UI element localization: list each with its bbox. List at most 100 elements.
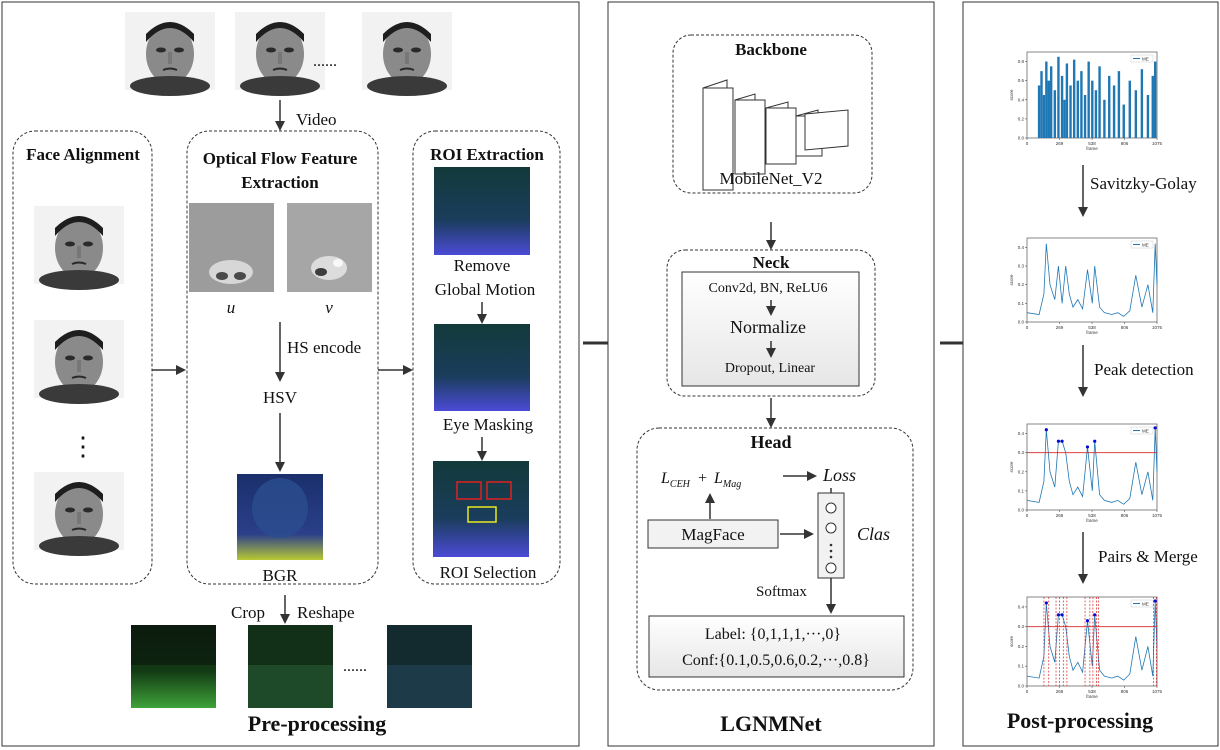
- eye-masking-image: [434, 324, 530, 411]
- y-axis-label: score: [1009, 636, 1014, 648]
- bar: [1151, 75, 1154, 138]
- y-tick-label: 0.0: [1018, 136, 1025, 141]
- plot-frame: [1026, 237, 1158, 323]
- remove-label-2: Global Motion: [435, 280, 536, 299]
- x-tick-label: 538: [1088, 141, 1096, 146]
- series-line: [1026, 243, 1158, 317]
- bar: [1037, 85, 1041, 138]
- clas-label: Clas: [857, 524, 890, 544]
- optical-flow-box: [186, 130, 379, 585]
- bar: [1098, 66, 1101, 138]
- peak-point: [1085, 445, 1090, 449]
- backbone-model: MobileNet_V2: [720, 169, 823, 188]
- x-axis-label: frame: [1086, 694, 1098, 699]
- legend-box: [1130, 426, 1154, 435]
- y-tick-label: 0.1: [1018, 301, 1025, 306]
- bar: [1080, 71, 1083, 138]
- roi-mouth-box: [467, 506, 497, 523]
- bar: [1042, 95, 1046, 138]
- eye-masking-label: Eye Masking: [443, 415, 534, 434]
- x-tick-label: 0: [1026, 141, 1029, 146]
- peak-point: [1153, 426, 1157, 430]
- x-tick-label: 269: [1056, 325, 1064, 330]
- head-box: [636, 427, 914, 691]
- hsv-label: HSV: [263, 388, 298, 407]
- video-frame-3: [361, 11, 453, 97]
- bar: [1063, 99, 1066, 138]
- bar: [1040, 71, 1043, 138]
- backbone-title: Backbone: [735, 40, 807, 59]
- legend-box: [1130, 240, 1154, 249]
- preprocessing-title: Pre-processing: [248, 711, 387, 736]
- y-axis-label: score: [1009, 461, 1014, 473]
- peak-point: [1060, 613, 1064, 617]
- x-tick-label: 1075: [1152, 689, 1163, 694]
- peak-point: [1085, 619, 1090, 623]
- legend-box: [1130, 599, 1154, 608]
- hs-encode-label: HS encode: [287, 338, 361, 357]
- y-axis-label: score: [1009, 89, 1014, 101]
- x-tick-label: 1075: [1152, 513, 1163, 518]
- video-frame-2: [234, 11, 326, 97]
- bar: [1153, 61, 1157, 138]
- loss-l-ceh: LCEH: [660, 470, 691, 490]
- bar: [1069, 85, 1072, 138]
- legend-label: ME: [1142, 243, 1149, 248]
- bar: [1047, 80, 1050, 138]
- neck-box: [666, 249, 876, 397]
- peak-detection-label: Peak detection: [1094, 360, 1194, 379]
- y-axis-label: score: [1009, 274, 1014, 286]
- legend-label: ME: [1142, 429, 1149, 434]
- bar: [1117, 71, 1121, 138]
- plot-frame: [1026, 596, 1158, 687]
- lgnmnet-title: LGNMNet: [720, 711, 822, 736]
- x-tick-label: 1075: [1152, 141, 1163, 146]
- video-label: Video: [296, 110, 337, 129]
- peak-point: [1093, 439, 1097, 443]
- video-ellipsis: ......: [313, 53, 337, 70]
- y-tick-label: 0.2: [1018, 644, 1025, 649]
- neck-title: Neck: [753, 253, 790, 272]
- peak-point: [1093, 613, 1097, 617]
- bar: [1076, 80, 1079, 138]
- y-tick-label: 0.0: [1018, 320, 1025, 325]
- y-tick-label: 0.2: [1018, 469, 1025, 474]
- x-tick-label: 806: [1121, 689, 1129, 694]
- x-axis-label: frame: [1086, 518, 1098, 523]
- face-alignment-title: Face Alignment: [26, 145, 140, 164]
- bar: [1108, 75, 1111, 138]
- x-tick-label: 0: [1026, 513, 1029, 518]
- series-line: [1026, 427, 1158, 505]
- y-tick-label: 0.3: [1018, 450, 1025, 455]
- crop-label: Crop: [231, 603, 265, 622]
- u-label: u: [227, 298, 236, 317]
- plot-frame: [1026, 423, 1158, 511]
- x-tick-label: 806: [1121, 513, 1129, 518]
- face-ellipsis: ⋮: [70, 432, 96, 461]
- postprocessing-title: Post-processing: [1007, 708, 1153, 733]
- neck-layer-1: Conv2d, BN, ReLU6: [709, 281, 828, 296]
- x-tick-label: 0: [1026, 689, 1029, 694]
- bar: [1065, 63, 1069, 138]
- peak-point: [1060, 439, 1064, 443]
- bgr-label: BGR: [263, 566, 299, 585]
- peak-point: [1044, 601, 1048, 605]
- roi-extraction-box: [412, 130, 561, 585]
- bar: [1049, 66, 1053, 138]
- crop-ellipsis: ......: [343, 658, 367, 675]
- aligned-face-3: [33, 471, 125, 557]
- loss-l-mag: LMag: [713, 470, 741, 490]
- x-tick-label: 806: [1121, 141, 1129, 146]
- bar: [1140, 69, 1144, 138]
- y-tick-label: 0.4: [1018, 245, 1025, 250]
- neck-layer-3: Dropout, Linear: [725, 361, 816, 376]
- bar: [1146, 95, 1150, 138]
- legend-box: [1130, 54, 1154, 63]
- magface-label: MagFace: [681, 525, 744, 544]
- peak-point: [1044, 428, 1048, 432]
- bar: [1087, 61, 1090, 138]
